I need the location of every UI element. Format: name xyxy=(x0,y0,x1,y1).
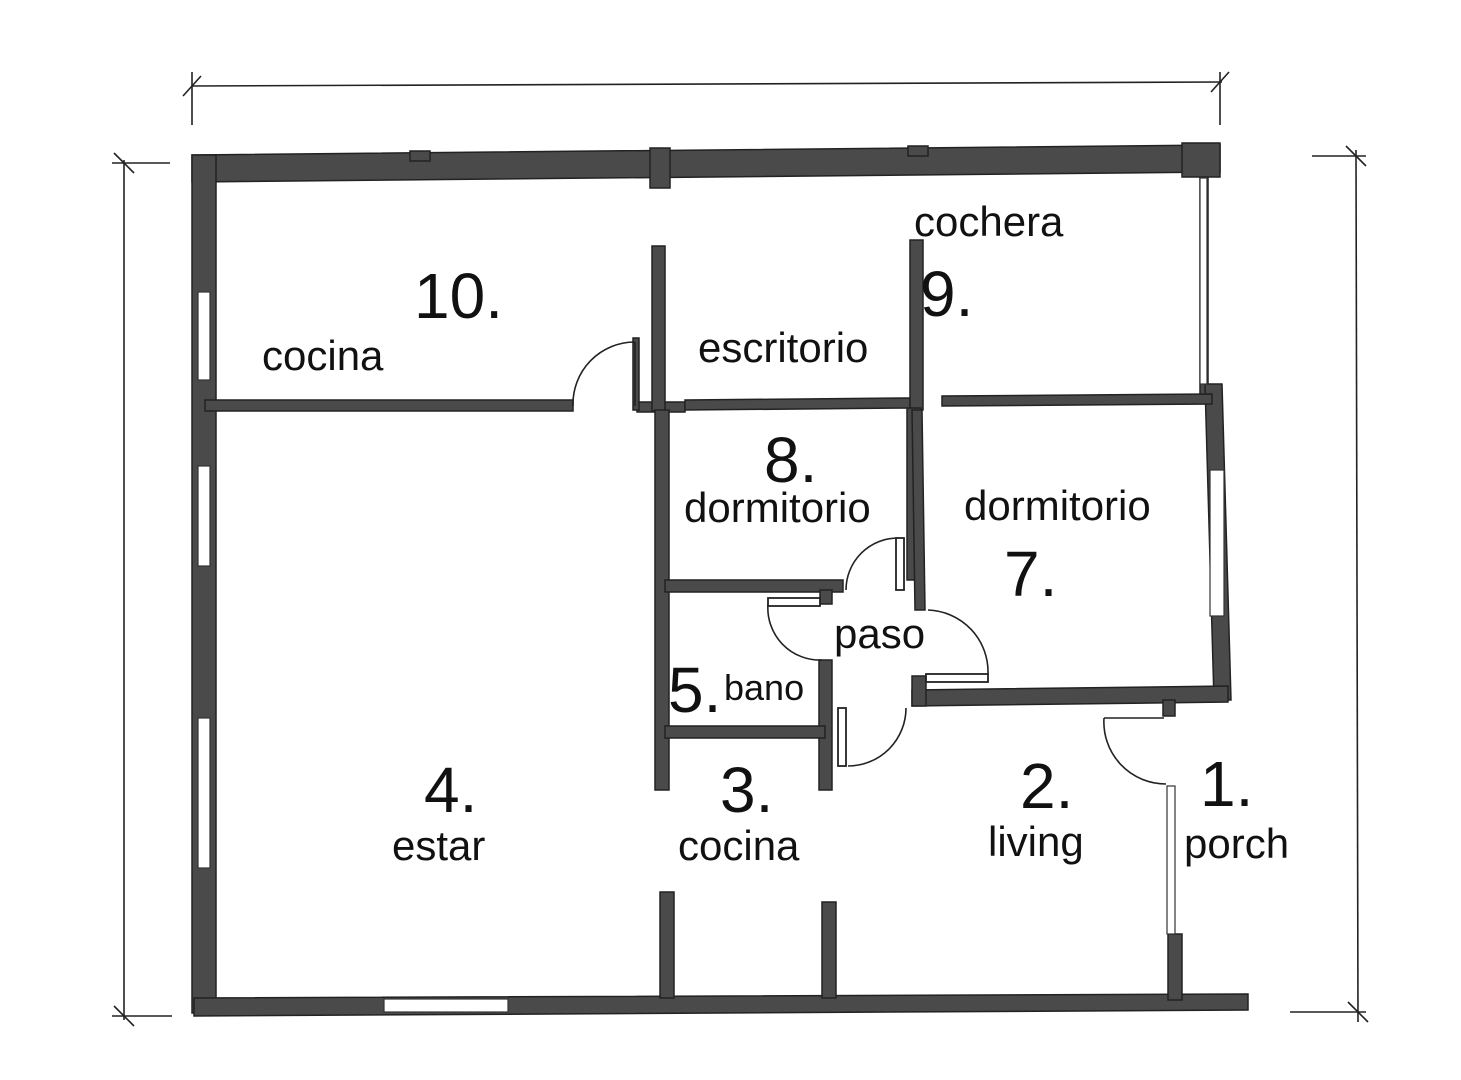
room-number-8: 8. xyxy=(764,424,817,496)
room-number-4: 4. xyxy=(424,754,477,826)
walls xyxy=(191,142,1249,1017)
room-name-bano: bano xyxy=(724,667,804,708)
room-name-living: living xyxy=(988,818,1084,865)
room-number-9: 9. xyxy=(920,258,973,330)
room-name-dormitorio-7: dormitorio xyxy=(964,482,1151,529)
doors xyxy=(572,341,1167,785)
room-name-cocina-3: cocina xyxy=(678,822,800,869)
room-number-2: 2. xyxy=(1020,750,1073,822)
room-labels: 10. cocina cochera 9. escritorio 8. dorm… xyxy=(262,198,1289,869)
room-name-cocina-10: cocina xyxy=(262,332,384,379)
room-name-cochera: cochera xyxy=(914,198,1064,245)
room-name-porch: porch xyxy=(1184,820,1289,867)
room-name-dormitorio-8: dormitorio xyxy=(684,484,871,531)
windows xyxy=(197,177,1225,1013)
room-number-3: 3. xyxy=(720,754,773,826)
room-number-5: 5. xyxy=(668,654,721,726)
room-name-escritorio: escritorio xyxy=(698,324,868,371)
room-number-7: 7. xyxy=(1004,538,1057,610)
room-number-1: 1. xyxy=(1200,748,1253,820)
room-name-estar: estar xyxy=(392,822,485,869)
room-number-10: 10. xyxy=(414,260,503,332)
dimension-lines xyxy=(112,71,1369,1027)
room-name-paso: paso xyxy=(834,610,925,657)
